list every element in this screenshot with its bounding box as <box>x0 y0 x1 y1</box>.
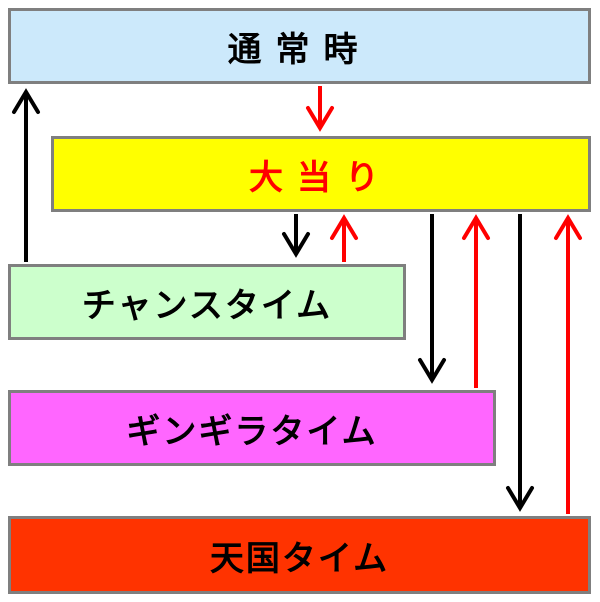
state-heaven-time: 天国タイム <box>8 516 591 594</box>
arrow-chance-to-jackpot <box>330 214 358 262</box>
arrow-jackpot-to-chance <box>282 214 310 258</box>
state-chance-time-label: チャンスタイム <box>81 285 333 326</box>
arrow-heaven-to-jackpot <box>554 214 582 514</box>
arrow-jackpot-to-heaven <box>506 214 534 512</box>
state-gingira-time-label: ギンギラタイム <box>126 411 378 452</box>
arrow-jackpot-to-gingira <box>418 214 446 384</box>
arrow-gingira-to-jackpot <box>462 214 490 388</box>
state-normal: 通常時 <box>8 8 591 84</box>
state-gingira-time: ギンギラタイム <box>8 390 496 466</box>
state-jackpot: 大当り <box>51 136 591 212</box>
state-chance-time: チャンスタイム <box>8 264 406 340</box>
state-heaven-time-label: 天国タイム <box>209 538 390 579</box>
arrow-chance-to-normal <box>12 88 40 262</box>
state-normal-label: 通常時 <box>227 29 372 70</box>
arrow-normal-to-jackpot <box>306 86 334 132</box>
state-jackpot-label: 大当り <box>249 157 393 198</box>
